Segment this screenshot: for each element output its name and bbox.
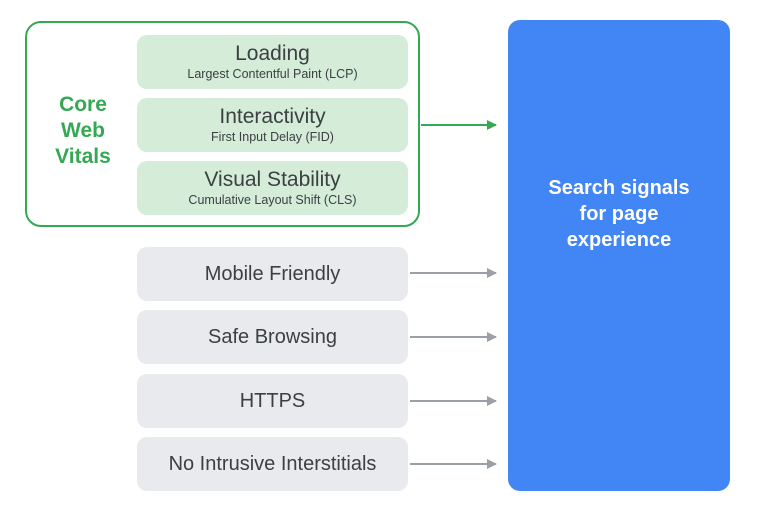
metric-loading: Loading Largest Contentful Paint (LCP)	[137, 35, 408, 89]
metric-subtitle: Cumulative Layout Shift (CLS)	[188, 193, 357, 207]
core-web-vitals-label: Core Web Vitals	[55, 93, 111, 168]
metric-title: Loading	[235, 42, 310, 65]
signal-mobile-friendly: Mobile Friendly	[137, 247, 408, 301]
metric-title: Visual Stability	[204, 168, 341, 191]
metric-visual-stability: Visual Stability Cumulative Layout Shift…	[137, 161, 408, 215]
page-experience-box: Search signals for page experience	[508, 20, 730, 491]
metric-subtitle: First Input Delay (FID)	[211, 130, 334, 144]
signal-safe-browsing: Safe Browsing	[137, 310, 408, 364]
metric-subtitle: Largest Contentful Paint (LCP)	[187, 67, 358, 81]
metric-title: Interactivity	[219, 105, 326, 128]
page-experience-label: Search signals for page experience	[548, 176, 690, 251]
metric-interactivity: Interactivity First Input Delay (FID)	[137, 98, 408, 152]
core-web-vitals-group	[25, 21, 420, 227]
signal-no-intrusive-interstitials: No Intrusive Interstitials	[137, 437, 408, 491]
signal-https: HTTPS	[137, 374, 408, 428]
